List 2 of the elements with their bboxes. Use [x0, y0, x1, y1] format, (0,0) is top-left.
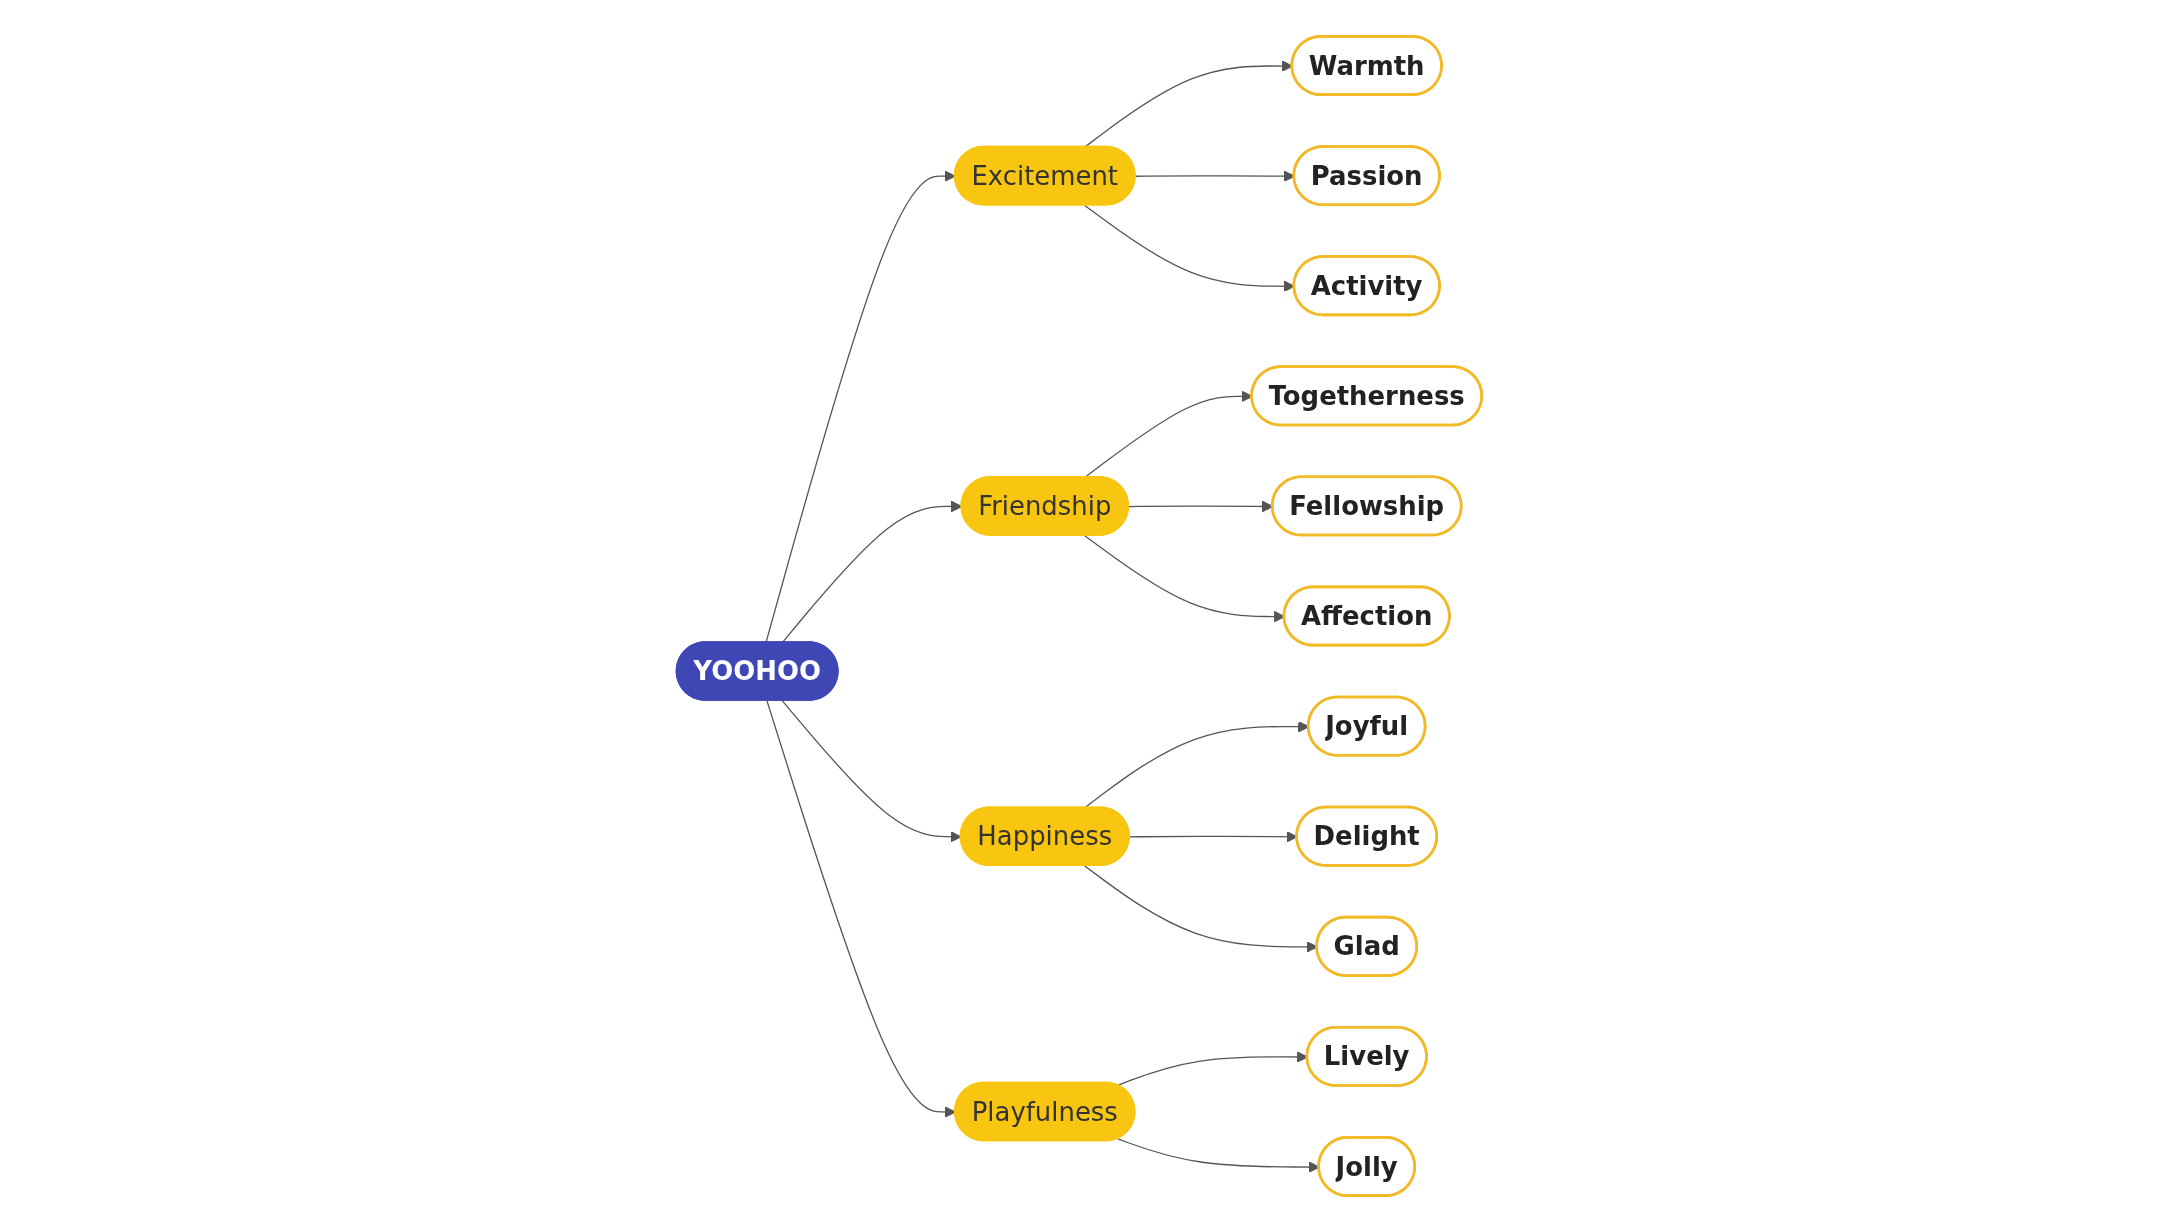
arrow: [782, 500, 963, 643]
arrow: [782, 699, 962, 842]
